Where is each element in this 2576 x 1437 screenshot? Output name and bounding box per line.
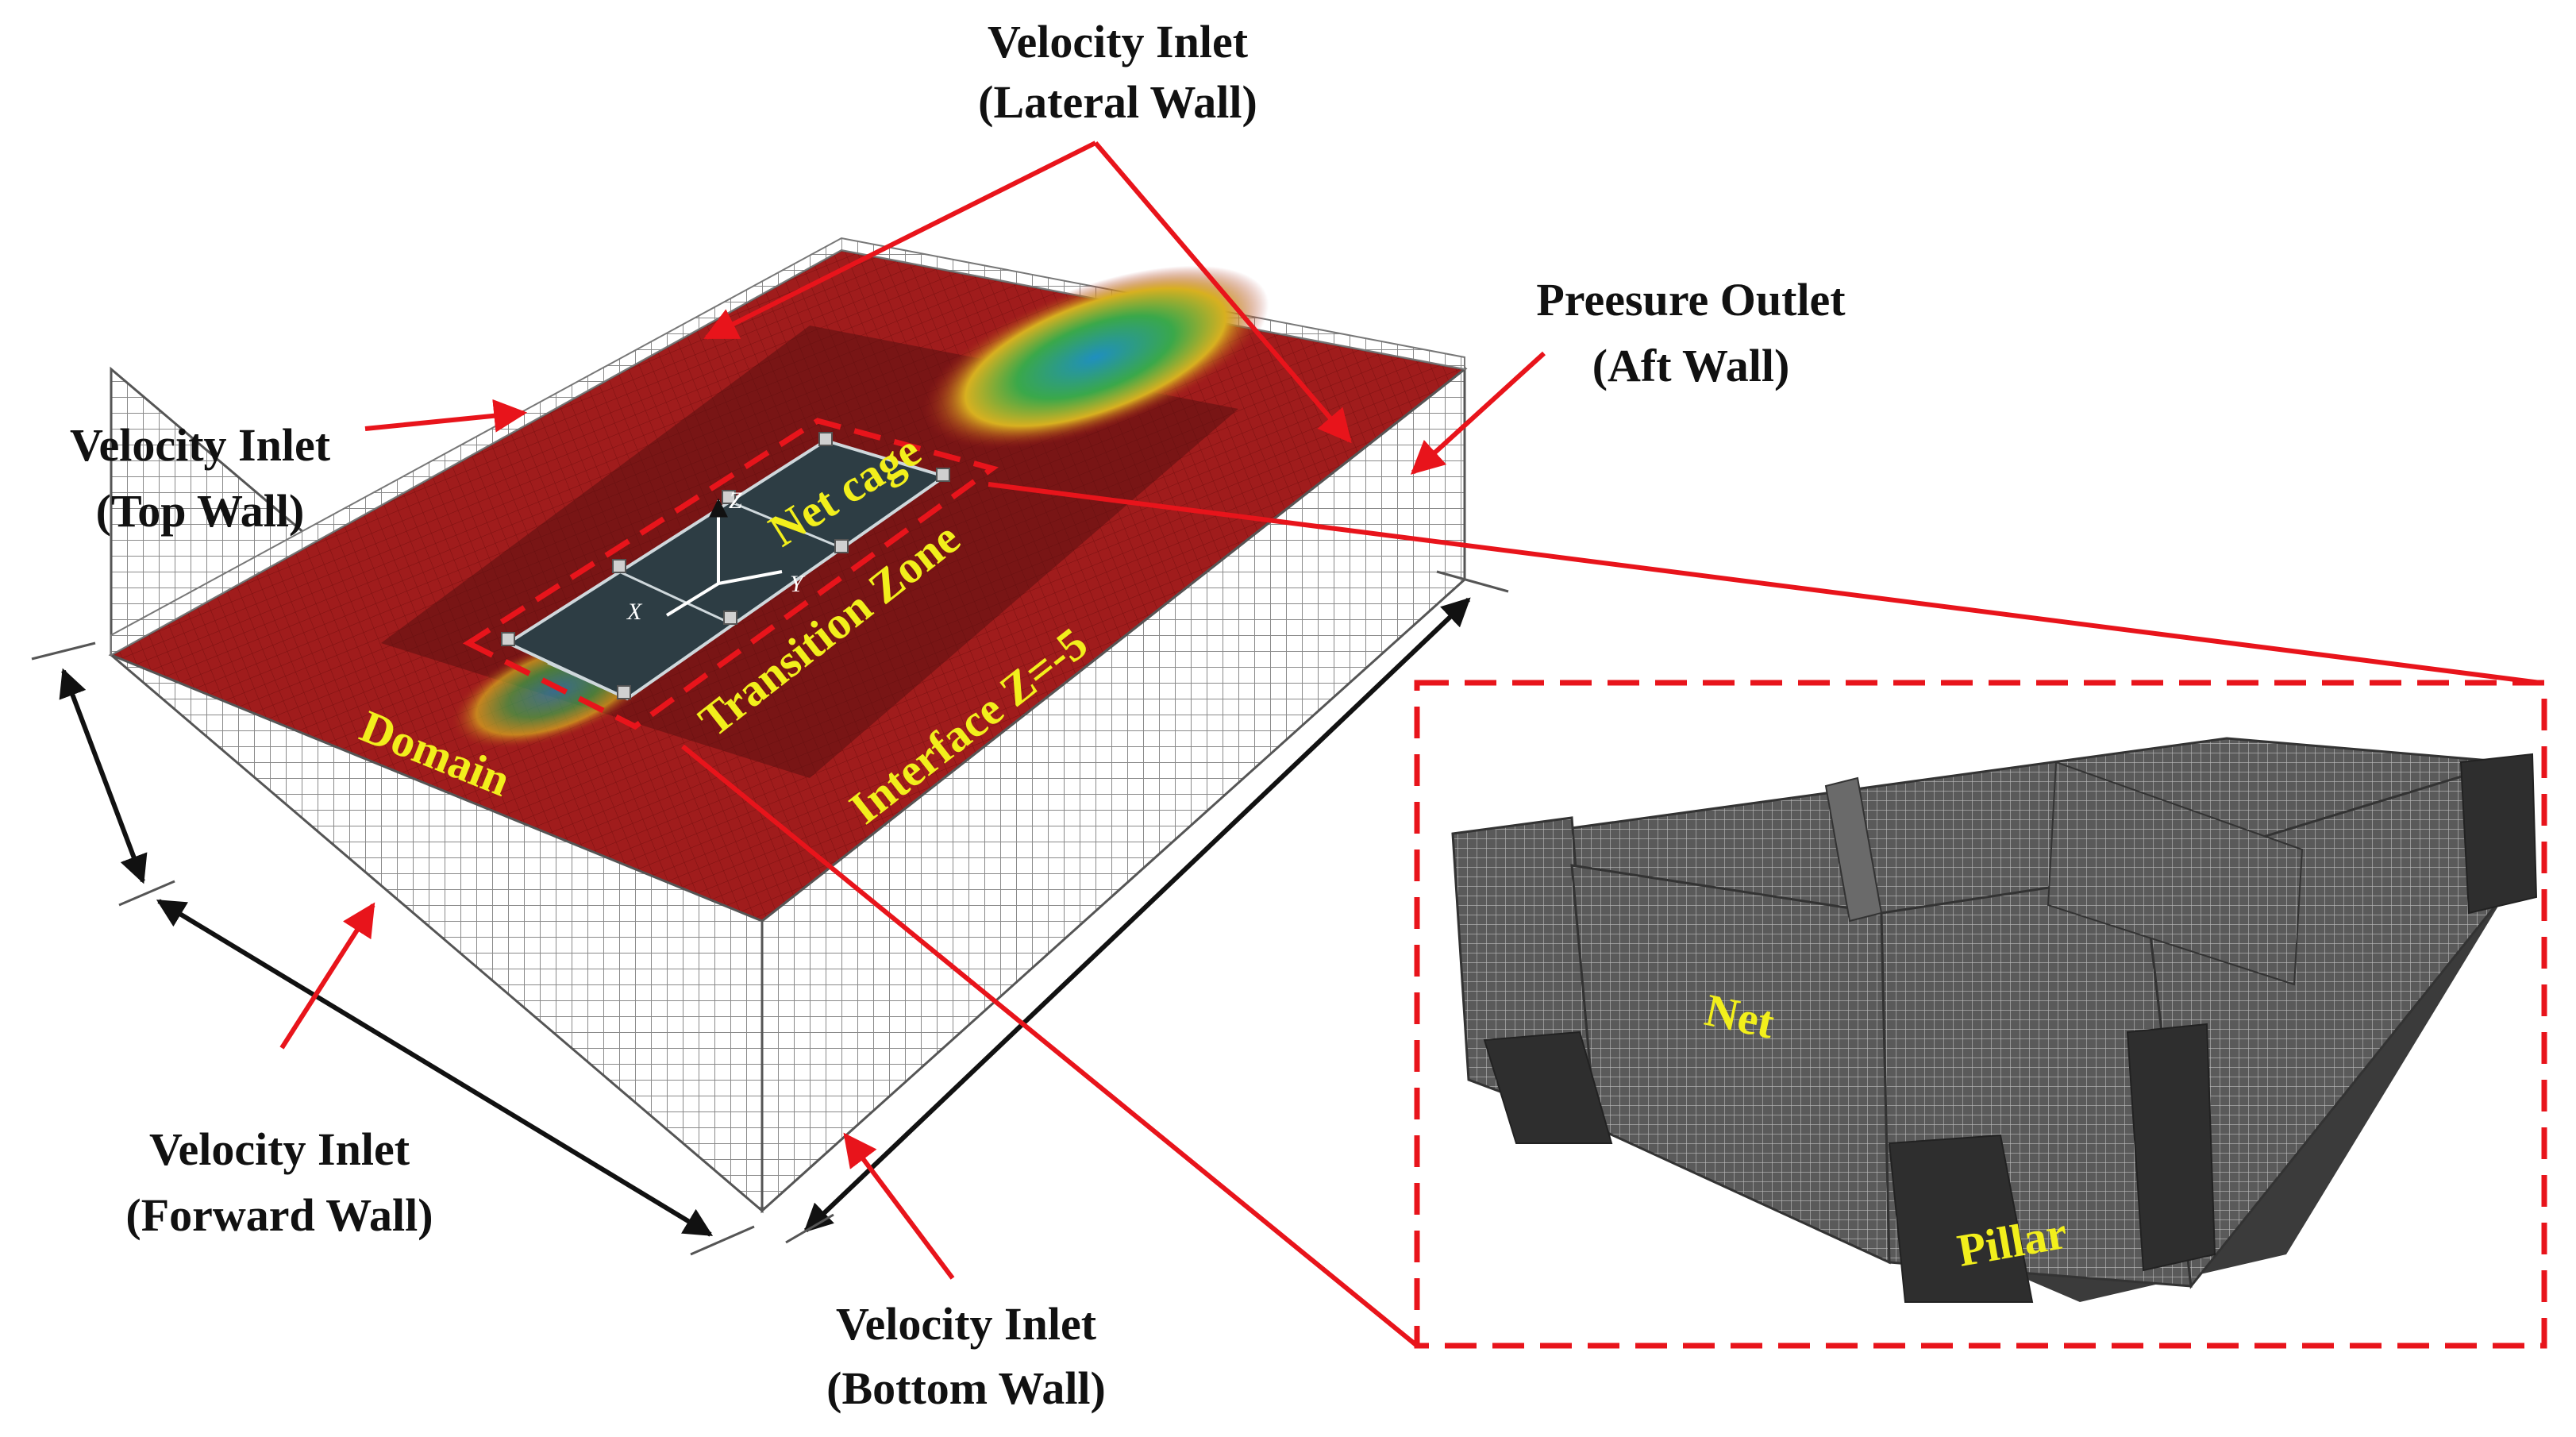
aft-wall-label-line2: (Aft Wall) <box>1592 340 1790 391</box>
axis-y-label: Y <box>790 571 806 597</box>
dimension-ticks <box>31 570 1509 1256</box>
cage-divider <box>726 499 842 549</box>
top-wall-label-line1: Velocity Inlet <box>70 419 331 471</box>
transition-zone-outline <box>462 418 999 730</box>
cage-divider <box>547 661 628 700</box>
cage-pillar <box>2126 1023 2216 1272</box>
forward-wall-label-line2: (Forward Wall) <box>125 1189 433 1241</box>
axis-z-label: Z <box>729 487 742 514</box>
dimension-arrows <box>59 597 1471 1237</box>
cage-pillar <box>1483 1031 1613 1144</box>
cage-divider <box>618 570 731 625</box>
top-rim <box>110 237 1465 657</box>
axis-x-label: X <box>626 599 643 625</box>
lateral-wall-label-line1: Velocity Inlet <box>988 16 1249 67</box>
cage-pillar <box>2459 753 2538 915</box>
boundary-labels: Velocity Inlet (Lateral Wall) Preesure O… <box>70 16 1846 1414</box>
lateral-wall-label-line2: (Lateral Wall) <box>978 76 1257 128</box>
forward-wall-label-line1: Velocity Inlet <box>149 1123 410 1175</box>
cage-partition <box>2047 761 2304 986</box>
aft-wall-label-line1: Preesure Outlet <box>1536 274 1846 326</box>
domain-box: Z X Y <box>108 237 1468 1214</box>
velocity-wake <box>922 265 1269 449</box>
pillar-markers <box>501 432 950 699</box>
bottom-wall-label-line1: Velocity Inlet <box>836 1298 1097 1350</box>
bottom-wall-label-line2: (Bottom Wall) <box>826 1362 1106 1414</box>
detail-panel: Net Pillar <box>1414 680 2547 1349</box>
coordinate-axes <box>665 498 783 617</box>
cage-pillar <box>1888 1134 2034 1303</box>
annotation-arrows <box>279 141 2541 1348</box>
cage-partition <box>1824 776 1883 923</box>
top-wall-label-line2: (Top Wall) <box>96 485 305 537</box>
